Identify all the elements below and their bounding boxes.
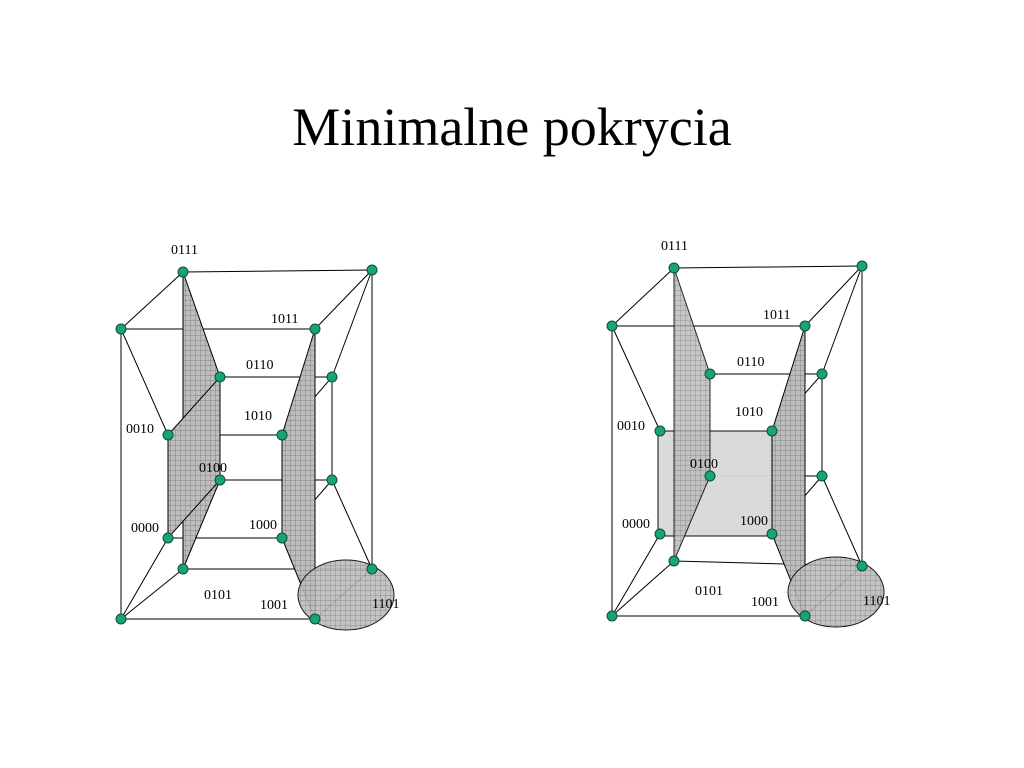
label-1000: 1000 (249, 518, 277, 533)
node-1011 (309, 323, 321, 335)
connecting-edges (611, 265, 863, 617)
node-1001 (309, 613, 321, 625)
slide-title: Minimalne pokrycia (292, 97, 732, 157)
node-0000 (654, 528, 666, 540)
node-1010 (276, 429, 288, 441)
label-1001: 1001 (260, 598, 288, 613)
node-0111 (668, 262, 680, 274)
label-1011: 1011 (271, 312, 298, 327)
label-1010: 1010 (244, 409, 272, 424)
nodes (606, 260, 868, 622)
label-0010: 0010 (617, 419, 645, 434)
cover-ellipse-x101 (787, 556, 885, 628)
node-0110 (704, 368, 716, 380)
node-1000 (766, 528, 778, 540)
node-top-left (115, 323, 127, 335)
node-0100 (704, 470, 716, 482)
label-0111: 0111 (661, 239, 688, 254)
node-0101 (668, 555, 680, 567)
label-0000: 0000 (622, 517, 650, 532)
label-1011: 1011 (763, 308, 790, 323)
cover-ellipse-x101 (297, 559, 395, 631)
node-1011 (799, 320, 811, 332)
node-bottom-left (115, 613, 127, 625)
cube-left-labels: 0111 1011 0110 1010 0010 0100 0000 1000 … (126, 243, 399, 613)
label-0010: 0010 (126, 422, 154, 437)
label-0000: 0000 (131, 521, 159, 536)
label-1101: 1101 (863, 594, 890, 609)
label-0111: 0111 (171, 243, 198, 258)
node-0000 (162, 532, 174, 544)
label-0100: 0100 (199, 461, 227, 476)
node-inner-br (326, 474, 338, 486)
node-bottom-left (606, 610, 618, 622)
node-1101 (856, 560, 868, 572)
node-inner-br (816, 470, 828, 482)
label-1001: 1001 (751, 595, 779, 610)
nodes (115, 264, 378, 625)
connecting-edges (120, 269, 373, 620)
cube-right-labels: 0111 1011 0110 1010 0010 0100 0000 1000 … (617, 239, 890, 610)
node-top-left (606, 320, 618, 332)
node-0111 (177, 266, 189, 278)
node-1000 (276, 532, 288, 544)
node-0010 (654, 425, 666, 437)
label-0100: 0100 (690, 457, 718, 472)
label-1101: 1101 (372, 597, 399, 612)
node-0010 (162, 429, 174, 441)
cube-right (606, 260, 885, 628)
node-0110 (214, 371, 226, 383)
cube-left (115, 264, 395, 631)
label-0110: 0110 (246, 358, 273, 373)
label-0101: 0101 (204, 588, 232, 603)
node-inner-tr (326, 371, 338, 383)
label-0110: 0110 (737, 355, 764, 370)
node-0101 (177, 563, 189, 575)
label-1010: 1010 (735, 405, 763, 420)
label-1000: 1000 (740, 514, 768, 529)
node-top-right (366, 264, 378, 276)
node-0100 (214, 474, 226, 486)
node-1101 (366, 563, 378, 575)
label-0101: 0101 (695, 584, 723, 599)
node-1010 (766, 425, 778, 437)
node-1001 (799, 610, 811, 622)
node-inner-tr (816, 368, 828, 380)
node-top-right (856, 260, 868, 272)
